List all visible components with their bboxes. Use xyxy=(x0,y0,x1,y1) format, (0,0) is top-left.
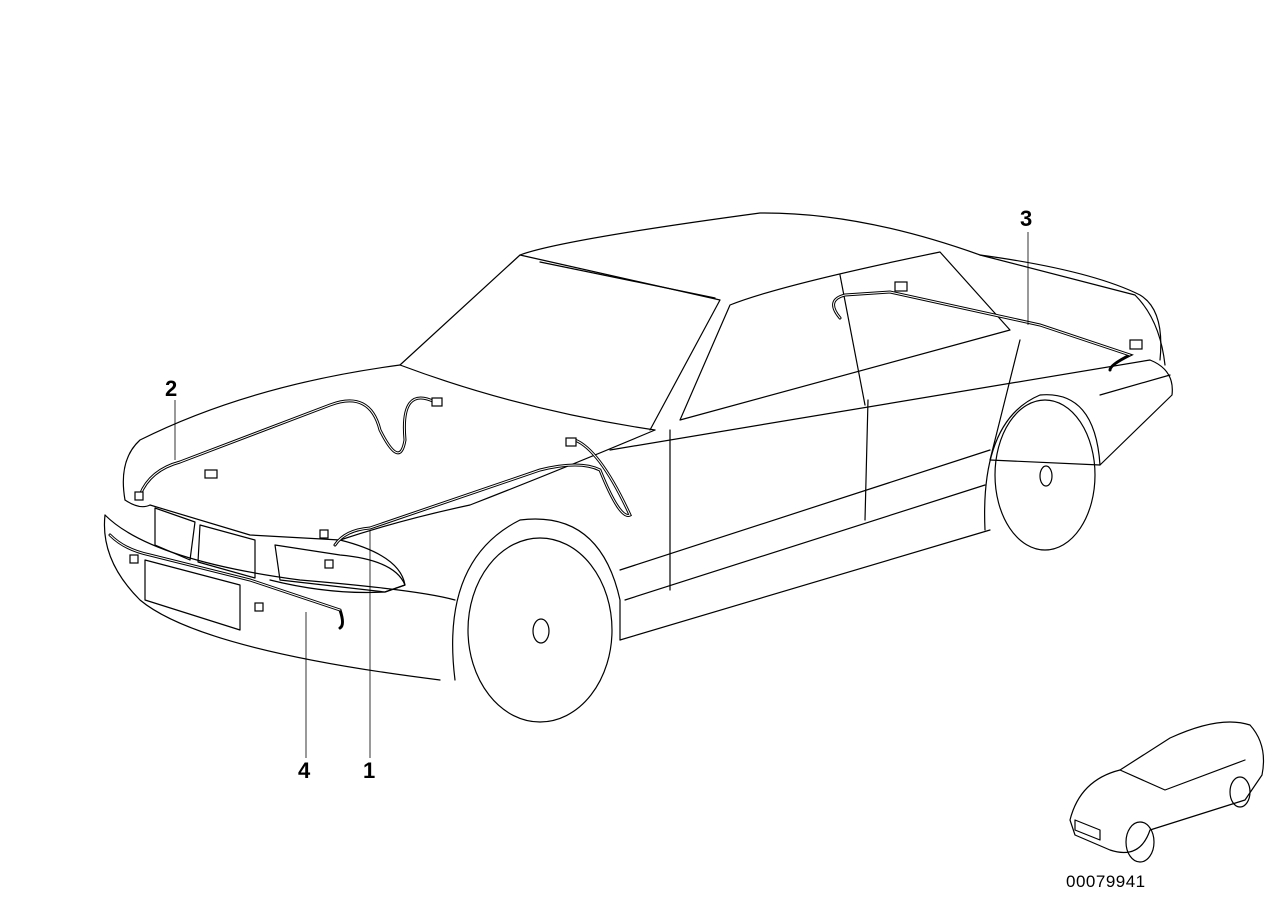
thumbnail-car xyxy=(1069,721,1265,863)
wiring-harnesses xyxy=(108,281,1143,630)
callout-3: 3 xyxy=(1020,206,1033,231)
callout-4: 4 xyxy=(298,758,311,783)
car-body-outline xyxy=(103,212,1173,723)
callout-1: 1 xyxy=(363,758,376,783)
callout-leader-lines xyxy=(174,232,1029,758)
callout-2: 2 xyxy=(165,376,178,401)
image-code: 00079941 xyxy=(1066,872,1146,891)
